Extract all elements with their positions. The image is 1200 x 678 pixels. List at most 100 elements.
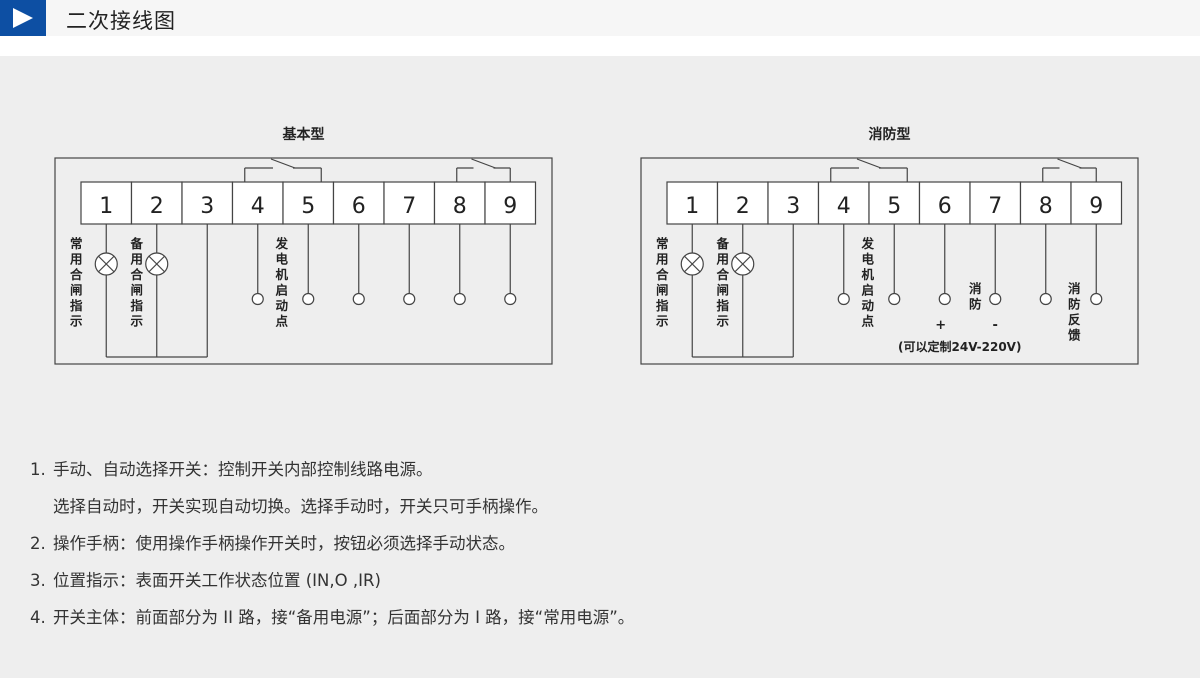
label-backup-closing-char: 指	[130, 298, 143, 313]
contact-point-icon	[302, 292, 315, 306]
contact-point-icon	[504, 292, 517, 306]
terminal-3: 3	[786, 194, 800, 219]
label-generator-start-char: 点	[861, 314, 874, 329]
section-title: 二次接线图	[66, 9, 176, 33]
label-main-closing-char: 闸	[656, 283, 669, 298]
relay-contact-8-9-blade	[1057, 158, 1082, 169]
note-text: 选择自动时，开关实现自动切换。选择手动时，开关只可手柄操作。	[53, 497, 548, 516]
label-fire-feedback-char: 消	[1068, 281, 1081, 296]
terminal-4: 4	[837, 194, 851, 219]
terminal-2: 2	[736, 194, 750, 219]
note-text: 操作手柄：使用操作手柄操作开关时，按钮必须选择手动状态。	[53, 534, 515, 553]
label-backup-closing-char: 用	[129, 252, 143, 267]
indicator-lamp-icon-cross	[98, 256, 115, 272]
label-generator-start-char: 启	[861, 283, 874, 298]
note-1: 1.手动、自动选择开关：控制开关内部控制线路电源。	[30, 458, 1180, 495]
label-main-closing-char: 示	[655, 314, 669, 329]
polarity-minus: -	[993, 318, 998, 333]
label-main-closing-char: 常	[656, 236, 669, 251]
note-number: 3.	[30, 571, 46, 590]
terminal-cell	[716, 181, 769, 225]
indicator-lamp-icon	[731, 252, 755, 276]
label-generator-start-char: 机	[275, 267, 288, 282]
label-fire-feedback-char: 防	[1068, 297, 1081, 312]
label-main-closing-char: 闸	[70, 283, 83, 298]
terminal-7: 7	[988, 194, 1002, 219]
indicator-lamp-icon-cross	[148, 256, 165, 272]
terminal-cell	[1019, 181, 1072, 225]
label-backup-closing-char: 合	[130, 267, 143, 282]
label-main-closing-char: 指	[656, 298, 669, 313]
label-backup-closing-char: 示	[129, 314, 143, 329]
label-generator-start-char: 发	[860, 236, 874, 251]
section-header: 二次接线图	[0, 0, 1200, 36]
label-main-closing-char: 用	[655, 252, 669, 267]
panel-border	[54, 157, 553, 365]
label-generator-start-char: 电	[861, 252, 874, 267]
terminal-cell	[433, 181, 486, 225]
label-fire-feedback-char: 反	[1068, 312, 1081, 327]
note-number: 2.	[30, 534, 46, 553]
label-backup-closing-char: 备	[129, 236, 143, 251]
indicator-lamp-icon-cross	[734, 256, 751, 272]
terminal-4: 4	[251, 194, 265, 219]
relay-contact-8-9-blade	[471, 158, 496, 169]
label-generator-start-char: 启	[275, 283, 288, 298]
terminal-8: 8	[453, 194, 467, 219]
contact-point-icon	[453, 292, 466, 306]
indicator-lamp-icon-cross	[684, 256, 701, 272]
contact-point-icon	[837, 292, 850, 306]
label-backup-closing-char: 指	[716, 298, 729, 313]
label-generator-start-char: 发	[274, 236, 288, 251]
terminal-6: 6	[938, 194, 952, 219]
relay-contact-8-9	[456, 158, 511, 182]
label-backup-closing-char: 闸	[716, 283, 729, 298]
relay-contact-4-5-blade	[270, 158, 296, 169]
indicator-lamp-icon	[145, 252, 169, 276]
contact-point-icon	[403, 292, 416, 306]
terminal-cell	[767, 181, 820, 225]
note-4: 4.开关主体：前面部分为 II 路，接“备用电源”；后面部分为 I 路，接“常用…	[30, 606, 1180, 643]
terminal-8: 8	[1039, 194, 1053, 219]
contact-point-icon	[938, 292, 951, 306]
terminal-cell	[1070, 181, 1123, 225]
relay-contact-8-9	[1042, 158, 1097, 182]
label-fire-char: 防	[969, 297, 982, 312]
terminal-1: 1	[99, 194, 113, 219]
terminal-cell	[231, 181, 284, 225]
contact-point-icon	[1090, 292, 1103, 306]
label-main-closing-char: 指	[70, 298, 83, 313]
panel-border	[640, 157, 1139, 365]
terminal-2: 2	[150, 194, 164, 219]
note-number: 4.	[30, 608, 46, 627]
contact-point-icon	[989, 292, 1002, 306]
label-fire: 消防	[969, 281, 982, 312]
panel-title: 基本型	[283, 126, 325, 143]
note-text: 手动、自动选择开关：控制开关内部控制线路电源。	[53, 460, 433, 479]
contact-point-icon	[352, 292, 365, 306]
indicator-lamp-icon	[680, 252, 704, 276]
label-generator-start-char: 电	[275, 252, 288, 267]
note-3: 3. 位置指示：表面开关工作状态位置 (IN,O ,IR)	[30, 569, 1180, 606]
terminal-6: 6	[352, 194, 366, 219]
label-backup-closing-char: 示	[715, 314, 729, 329]
play-icon	[0, 0, 46, 36]
note-text: 位置指示：表面开关工作状态位置 (IN,O ,IR)	[53, 571, 381, 590]
terminal-1: 1	[685, 194, 699, 219]
relay-contact-4-5-blade	[856, 158, 882, 169]
label-backup-closing-char: 合	[716, 267, 729, 282]
terminal-cell	[666, 181, 719, 225]
label-backup-closing-char: 闸	[130, 283, 143, 298]
terminal-cell	[969, 181, 1022, 225]
label-generator-start-char: 点	[275, 314, 288, 329]
label-main-closing-char: 合	[70, 267, 83, 282]
